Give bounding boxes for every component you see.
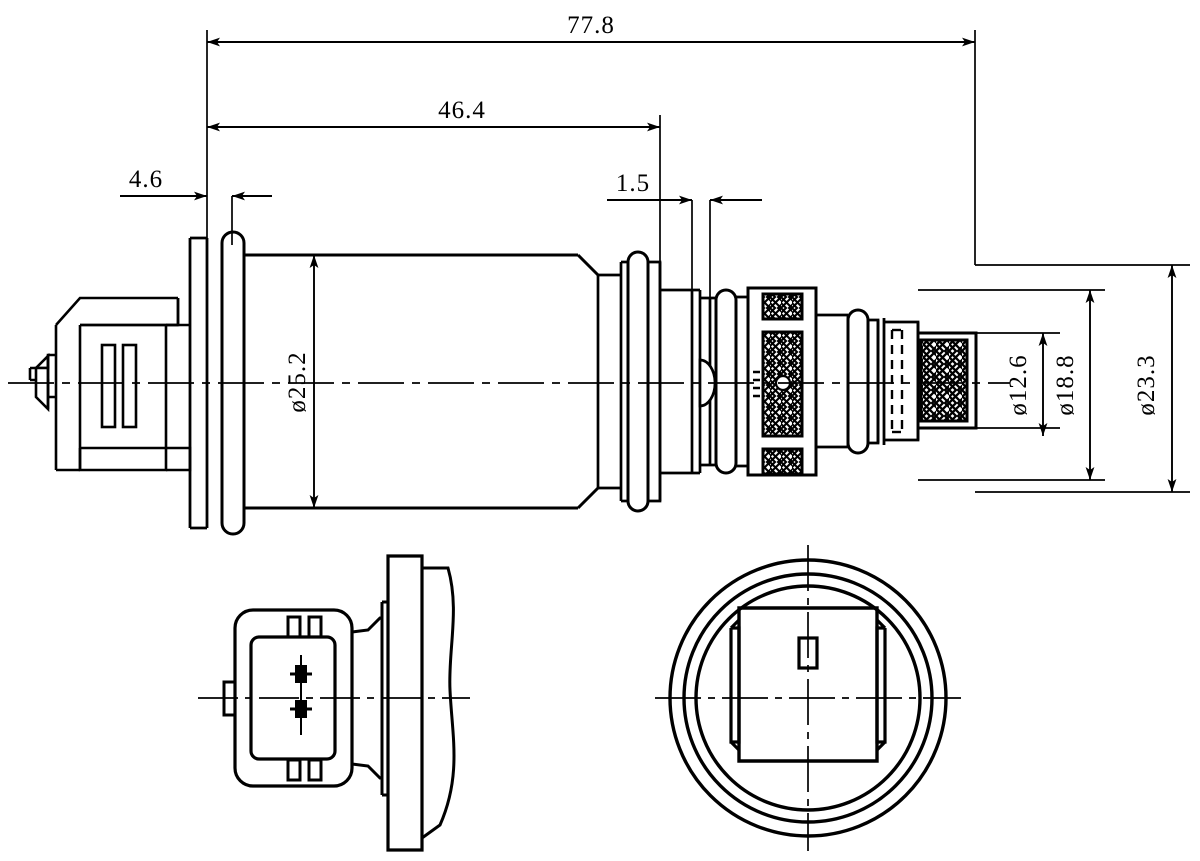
connector-top-tabs [286, 615, 323, 639]
dimension-label-1-5: 1.5 [616, 170, 650, 197]
hidden-bore-lines [890, 328, 906, 434]
connector-inner-cavity [249, 635, 337, 761]
filter-screen-top [761, 292, 804, 321]
dimension-46-4: 46.4 [207, 97, 660, 132]
electrical-connector-left [28, 296, 192, 472]
screen-ribs [753, 370, 760, 398]
connector-outer-shell [233, 608, 354, 788]
dimension-label-46-4: 46.4 [438, 97, 486, 124]
dimension-1-5: 1.5 [607, 170, 762, 205]
connector-bottom-tabs [286, 758, 323, 782]
dimension-4-6: 4.6 [120, 166, 272, 201]
o-ring-valve [714, 288, 738, 475]
solenoid-body [244, 253, 600, 510]
end-view-side-rails [729, 618, 887, 752]
dimension-dia-12-6: ø12.6 [1005, 333, 1048, 436]
break-line [421, 566, 456, 840]
o-ring-mid [626, 250, 650, 513]
dimension-label-dia-12-6: ø12.6 [1005, 354, 1032, 415]
connector-end-view [198, 554, 470, 852]
valve-stem-collar [868, 318, 886, 445]
valve-tip-housing [884, 320, 920, 442]
valve-tip [918, 331, 978, 430]
dimension-dia-25-2: ø25.2 [284, 255, 319, 508]
flange-side-view [386, 554, 424, 852]
dimension-label-77-8: 77.8 [567, 12, 615, 39]
dimension-label-dia-23-3: ø23.3 [1133, 354, 1160, 415]
tip-filter-mesh [919, 338, 969, 423]
extension-lines [206, 30, 976, 300]
dimension-dia-18-8: ø18.8 [1052, 290, 1095, 480]
dimension-77-8: 77.8 [207, 12, 975, 47]
o-ring-stem [846, 308, 870, 455]
dimension-label-4-6: 4.6 [129, 166, 163, 193]
side-elevation-view [8, 230, 1010, 536]
dimension-label-dia-25-2: ø25.2 [284, 351, 311, 412]
dimension-dia-23-3: ø23.3 [1133, 265, 1177, 492]
valve-end-view [655, 545, 961, 851]
dimension-label-dia-18-8: ø18.8 [1052, 354, 1079, 415]
filter-screen-bottom [761, 447, 804, 476]
